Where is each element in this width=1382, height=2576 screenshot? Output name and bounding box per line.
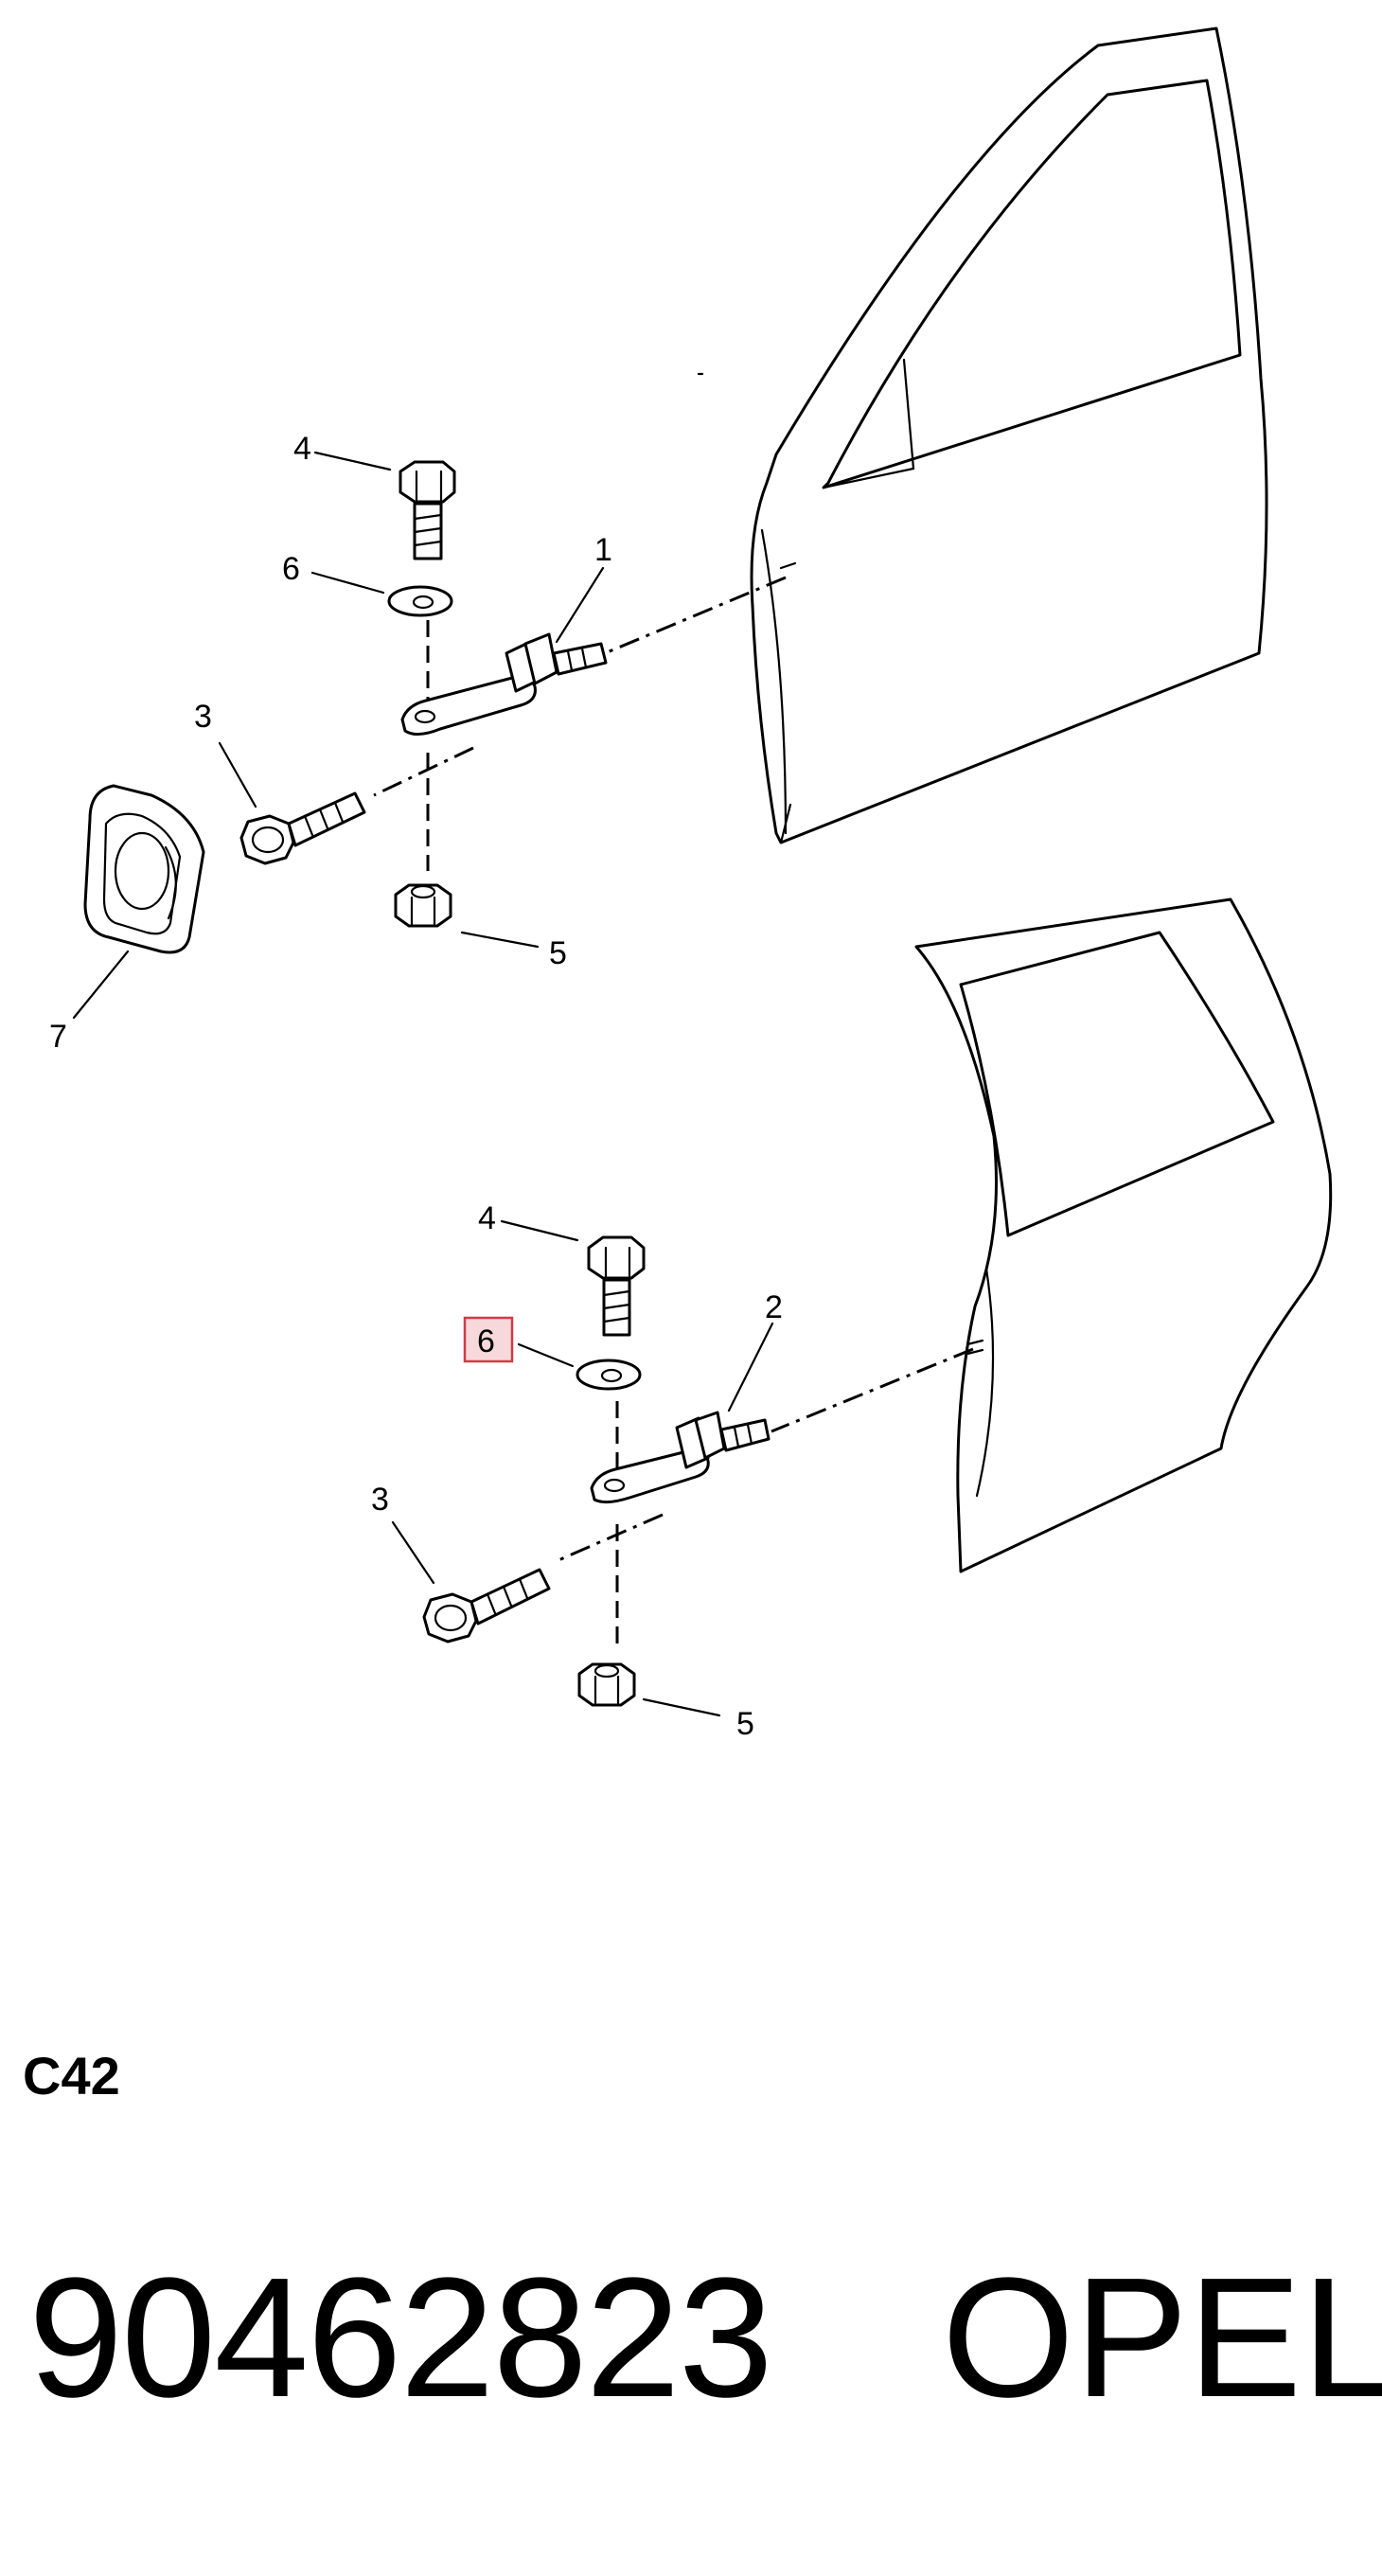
rear-leader-lines	[391, 1219, 774, 1717]
front-grommet-cover	[83, 784, 205, 954]
rear-callout-2: 2	[765, 1289, 783, 1325]
rear-bolt-axis-line	[558, 1513, 664, 1562]
front-callout-1: 1	[594, 532, 612, 568]
front-bolt-top	[399, 460, 456, 560]
rear-axis-line	[771, 1347, 974, 1433]
front-washer	[387, 585, 453, 617]
rear-door-assembly: 4 6 2 3 5	[371, 897, 1333, 1742]
rear-callout-3: 3	[371, 1482, 389, 1518]
front-door-panel	[697, 27, 1268, 844]
rear-nut	[577, 1662, 636, 1707]
front-flange-bolt	[239, 791, 366, 865]
front-axis-line	[586, 576, 787, 663]
rear-flange-bolt	[422, 1568, 551, 1643]
rear-callout-6[interactable]: 6	[477, 1324, 495, 1359]
front-callout-5: 5	[549, 935, 567, 971]
brand-name: OPEL	[942, 2243, 1382, 2433]
rear-washer[interactable]	[576, 1359, 642, 1391]
rear-door-check-strap	[590, 1411, 771, 1504]
highlighted-callout-box[interactable]	[463, 1316, 514, 1363]
part-number: 90462823	[28, 2243, 773, 2433]
front-bolt-axis-line	[373, 746, 474, 797]
front-callout-6: 6	[282, 551, 300, 587]
rear-callout-5: 5	[736, 1706, 754, 1742]
front-callout-3: 3	[194, 699, 212, 735]
diagram-code-label: C42	[23, 2046, 120, 2105]
front-door-check-strap	[400, 632, 608, 736]
front-callout-4: 4	[293, 431, 311, 467]
front-leader-lines	[72, 451, 605, 1020]
rear-callout-4: 4	[478, 1200, 496, 1236]
rear-bolt-top	[587, 1235, 646, 1337]
front-door-assembly: 4 6 1 3 5 7	[49, 27, 1268, 1055]
rear-door-panel	[914, 897, 1333, 1573]
front-nut	[394, 883, 452, 928]
front-callout-7: 7	[49, 1019, 67, 1055]
